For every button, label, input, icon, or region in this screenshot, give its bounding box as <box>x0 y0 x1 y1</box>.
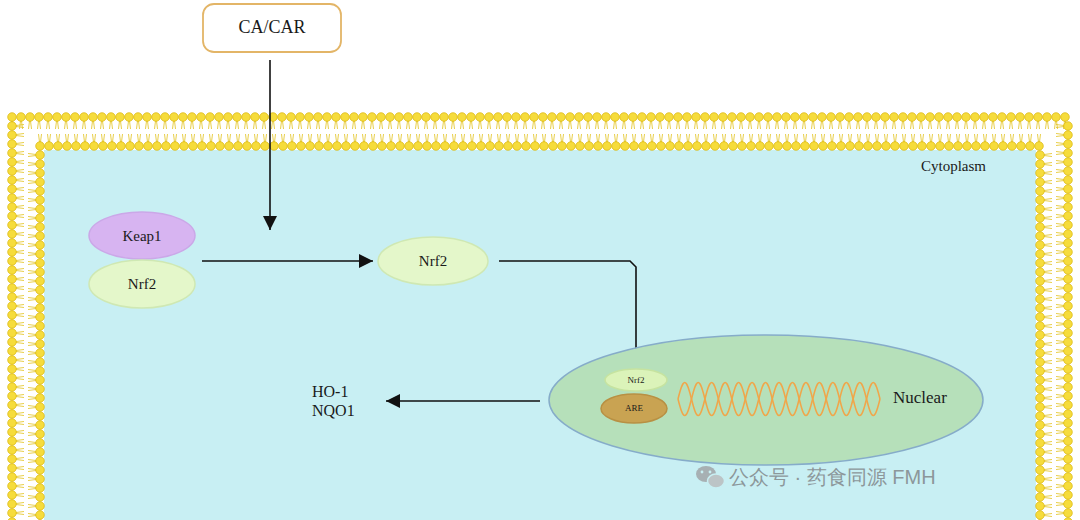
nrf2-free: Nrf2 <box>377 236 489 286</box>
connector-arrow <box>202 260 373 262</box>
wechat-icon <box>696 466 725 488</box>
nrf2-free-text: Nrf2 <box>419 252 447 270</box>
nucleus-text: Nuclear <box>893 388 947 408</box>
cytoplasm-fill <box>44 150 1036 520</box>
target-genes: HO-1 NQO1 <box>312 378 378 424</box>
nrf2-nuclear: Nrf2 <box>604 368 668 392</box>
region-label: Cytoplasm <box>921 158 986 175</box>
watermark: 公众号 · 药食同源 FMH <box>729 464 936 491</box>
keap1-protein-text: Keap1 <box>122 227 161 245</box>
nrf2-nuclear-text: Nrf2 <box>628 375 645 386</box>
nucleus: Nuclear Nrf2ARE <box>548 334 984 466</box>
are-element: ARE <box>600 393 668 424</box>
stimulus-box: CA/CAR <box>202 3 342 53</box>
stimulus-arrow <box>269 60 271 230</box>
keap1-protein: Keap1 <box>88 211 196 260</box>
cell-membrane <box>8 113 1073 520</box>
stimulus-box-text: CA/CAR <box>238 17 305 39</box>
target-genes-text: HO-1 NQO1 <box>312 382 378 420</box>
nrf2-protein: Nrf2 <box>88 259 196 309</box>
nrf2-protein-text: Nrf2 <box>128 275 156 293</box>
connector-arrow <box>499 261 636 365</box>
are-element-text: ARE <box>625 403 643 414</box>
connector-arrow <box>386 400 540 402</box>
